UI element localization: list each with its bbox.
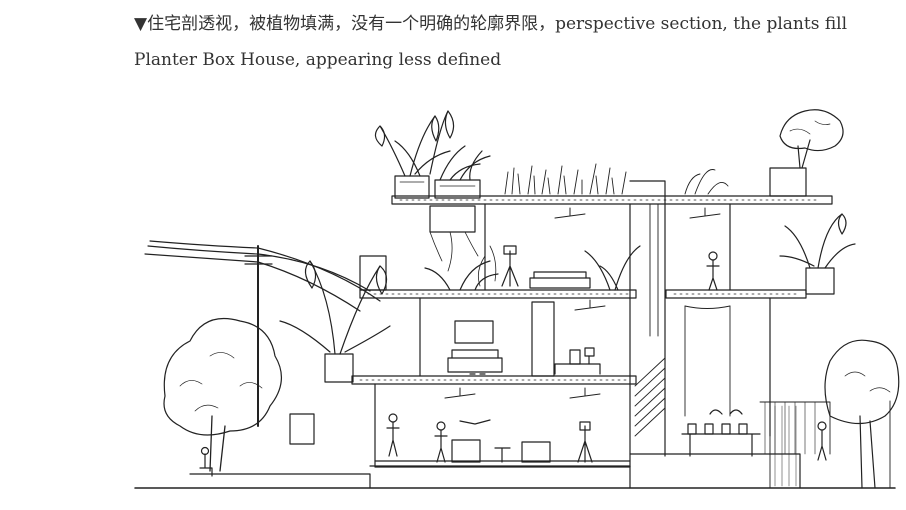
section-drawing-svg — [134, 109, 900, 489]
figure-caption: ▼住宅剖透视，被植物填满，没有一个明确的轮廓界限，perspective sec… — [134, 6, 894, 78]
section-drawing — [130, 96, 900, 498]
caption-line-2: Planter Box House, appearing less define… — [134, 50, 502, 70]
caption-line-1: ▼住宅剖透视，被植物填满，没有一个明确的轮廓界限，perspective sec… — [134, 14, 848, 34]
